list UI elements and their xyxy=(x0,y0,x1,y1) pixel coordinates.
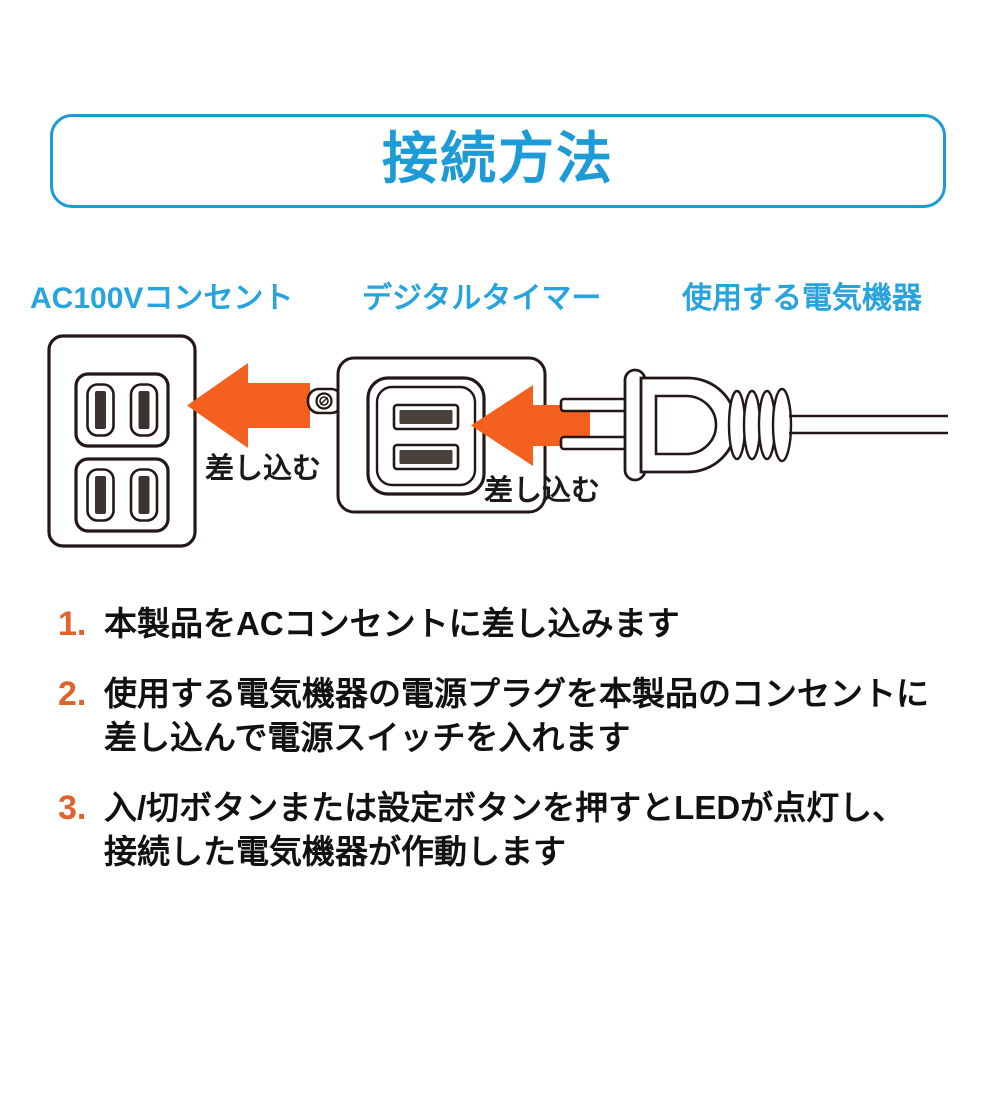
connection-diagram xyxy=(0,320,1000,570)
ac-wall-outlet-illustration xyxy=(47,334,197,548)
digital-timer-illustration xyxy=(306,356,547,514)
appliance-power-plug-illustration xyxy=(559,368,948,482)
step-text-line: 差し込んで電源スイッチを入れます xyxy=(104,719,631,756)
step-text-line: 入/切ボタンまたは設定ボタンを押すとLEDが点灯し、 xyxy=(104,789,906,826)
title-banner: 接続方法 xyxy=(50,114,946,208)
instruction-step: 3. 入/切ボタンまたは設定ボタンを押すとLEDが点灯し、 接続した電気機器が作… xyxy=(58,786,968,874)
step-text-line: 接続した電気機器が作動します xyxy=(104,833,566,870)
insert-caption-2: 差し込む xyxy=(484,475,601,507)
diagram-label-ac-outlet: AC100Vコンセント xyxy=(30,282,294,315)
step-text-line: 本製品をACコンセントに差し込みます xyxy=(104,605,680,642)
step-text: 本製品をACコンセントに差し込みます xyxy=(104,602,968,646)
step-number: 3. xyxy=(58,789,87,827)
instruction-step: 2. 使用する電気機器の電源プラグを本製品のコンセントに 差し込んで電源スイッチ… xyxy=(58,672,968,760)
insert-arrow-1-icon xyxy=(187,363,310,448)
diagram-label-electric-device: 使用する電気機器 xyxy=(682,282,922,315)
diagram-label-digital-timer: デジタルタイマー xyxy=(362,282,602,315)
step-text-line: 使用する電気機器の電源プラグを本製品のコンセントに xyxy=(104,675,929,712)
insert-caption-1: 差し込む xyxy=(205,453,322,485)
step-number: 1. xyxy=(58,605,87,643)
instruction-step-list: 1. 本製品をACコンセントに差し込みます 2. 使用する電気機器の電源プラグを… xyxy=(58,602,968,900)
instruction-step: 1. 本製品をACコンセントに差し込みます xyxy=(58,602,968,646)
step-number: 2. xyxy=(58,675,87,713)
step-text: 使用する電気機器の電源プラグを本製品のコンセントに 差し込んで電源スイッチを入れ… xyxy=(104,672,968,760)
page-title: 接続方法 xyxy=(382,127,614,190)
step-text: 入/切ボタンまたは設定ボタンを押すとLEDが点灯し、 接続した電気機器が作動しま… xyxy=(104,786,968,874)
